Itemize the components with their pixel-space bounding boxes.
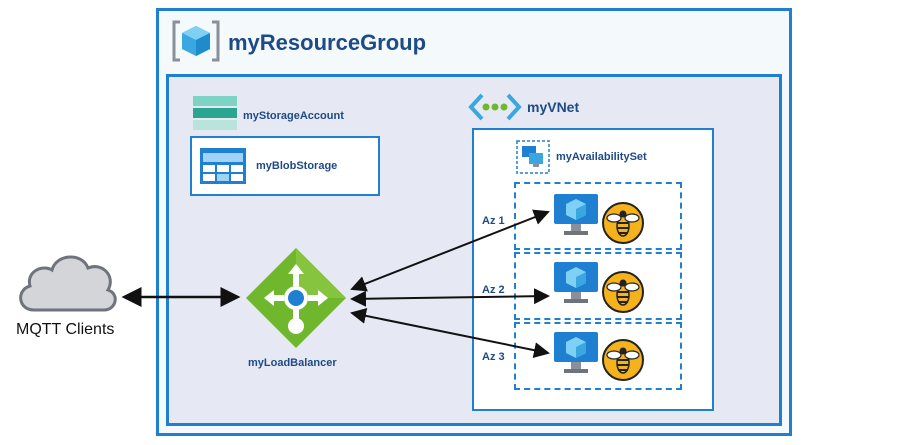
resource-group-icon [172, 20, 220, 62]
storage-account-label: myStorageAccount [243, 110, 344, 122]
lb-to-az3-arrow [350, 307, 550, 359]
storage-account-icon [193, 96, 237, 130]
vnet-label: myVNet [527, 99, 580, 115]
vnet-icon [468, 93, 522, 121]
mosquitto-bee-icon [602, 339, 644, 381]
load-balancer-icon [246, 248, 346, 348]
cloud-icon [19, 255, 117, 312]
blob-storage-label: myBlobStorage [256, 160, 338, 172]
mosquitto-bee-icon [602, 202, 644, 244]
mosquitto-bee-icon [602, 271, 644, 313]
virtual-machine-icon [554, 262, 598, 303]
mqtt-clients-label: MQTT Clients [16, 321, 115, 338]
virtual-machine-icon [554, 332, 598, 373]
lb-to-az2-arrow [350, 288, 550, 307]
virtual-machine-icon [554, 194, 598, 235]
load-balancer-label: myLoadBalancer [248, 357, 337, 369]
availability-set-label: myAvailabilitySet [556, 151, 647, 163]
lb-to-az1-arrow [350, 209, 550, 292]
blob-storage-icon [200, 148, 246, 184]
resource-group-title: myResourceGroup [228, 30, 427, 55]
availability-set-icon [516, 140, 550, 174]
